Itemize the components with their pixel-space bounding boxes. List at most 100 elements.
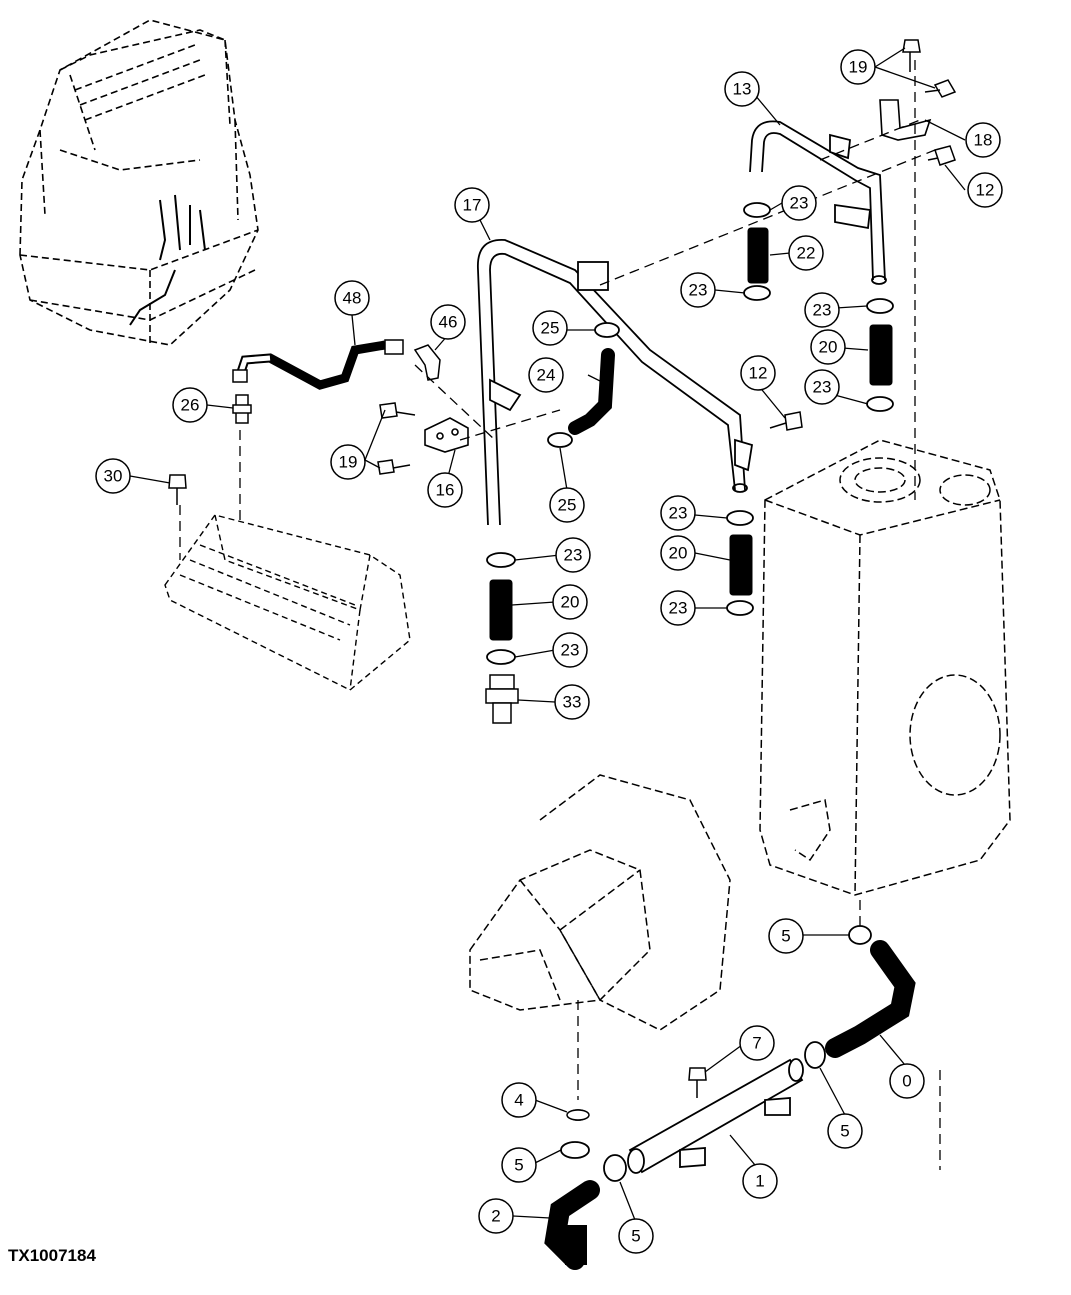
svg-text:12: 12 [976,181,995,200]
callout-12-mid: 12 [740,355,776,391]
callout-23-f: 23 [555,537,591,573]
svg-text:23: 23 [813,301,832,320]
pipe-13 [749,120,887,285]
callout-24: 24 [528,357,564,393]
callout-25-a: 25 [532,310,568,346]
callout-7: 7 [739,1025,775,1061]
svg-text:13: 13 [733,80,752,99]
callout-leader-lines [129,47,966,1221]
callout-16: 16 [427,472,463,508]
callout-26: 26 [172,387,208,423]
callout-19-top: 19 [840,49,876,85]
svg-text:5: 5 [840,1122,849,1141]
callout-4: 4 [501,1082,537,1118]
elbow-fitting-46 [413,344,441,381]
callout-25-b: 25 [549,487,585,523]
callout-5-b: 5 [827,1113,863,1149]
svg-text:25: 25 [541,319,560,338]
callout-19-mid: 19 [330,444,366,480]
callout-12-top: 12 [967,172,1003,208]
svg-text:16: 16 [436,481,455,500]
hose-clamps [486,202,894,1182]
svg-text:0: 0 [902,1072,911,1091]
pipe-17 [477,239,754,526]
callout-5-a: 5 [768,918,804,954]
svg-text:23: 23 [669,599,688,618]
callout-23-e: 23 [660,495,696,531]
svg-text:5: 5 [631,1227,640,1246]
callout-20-a: 20 [810,329,846,365]
control-valve-assembly [164,514,411,691]
tube-1 [627,1058,804,1174]
hose-2-end [565,1225,587,1265]
connector-33 [485,674,519,724]
callout-23-g: 23 [660,590,696,626]
svg-text:20: 20 [819,338,838,357]
black-hoses [489,227,893,641]
bracket-16 [424,417,469,453]
svg-text:48: 48 [343,289,362,308]
svg-text:25: 25 [558,496,577,515]
svg-text:22: 22 [797,244,816,263]
callout-13: 13 [724,71,760,107]
callout-23-b: 23 [680,272,716,308]
hydraulic-tank [759,439,1011,896]
o-ring-4 [566,1109,590,1121]
svg-text:33: 33 [563,693,582,712]
pump-and-flywheel [469,774,731,1031]
svg-text:30: 30 [104,467,123,486]
callout-18: 18 [965,122,1001,158]
callout-20-c: 20 [552,584,588,620]
svg-text:23: 23 [669,504,688,523]
callout-30: 30 [95,458,131,494]
hose-24 [568,348,615,435]
callout-2: 2 [478,1198,514,1234]
svg-text:23: 23 [689,281,708,300]
callout-22: 22 [788,235,824,271]
svg-text:23: 23 [561,641,580,660]
callout-23-c: 23 [804,292,840,328]
hose-0 [825,940,916,1058]
callout-17: 17 [454,187,490,223]
svg-text:5: 5 [781,927,790,946]
svg-text:2: 2 [491,1207,500,1226]
svg-text:1: 1 [755,1172,764,1191]
callout-23-d: 23 [804,369,840,405]
svg-text:26: 26 [181,396,200,415]
svg-text:12: 12 [749,364,768,383]
fitting-26 [232,394,252,424]
callouts: 19 13 18 12 17 23 22 23 23 48 46 25 20 2… [95,49,1003,1254]
callout-23-a: 23 [781,185,817,221]
svg-text:4: 4 [514,1091,523,1110]
svg-text:5: 5 [514,1156,523,1175]
svg-text:20: 20 [561,593,580,612]
excavator-cab-illustration [19,19,259,346]
svg-text:19: 19 [339,453,358,472]
figure-id-label: TX1007184 [8,1246,96,1265]
svg-text:7: 7 [752,1034,761,1053]
callout-0: 0 [889,1063,925,1099]
callout-33: 33 [554,684,590,720]
callout-23-h: 23 [552,632,588,668]
bracket-18 [879,99,932,141]
svg-text:23: 23 [813,378,832,397]
svg-text:23: 23 [564,546,583,565]
callout-5-d: 5 [618,1218,654,1254]
callout-48: 48 [334,280,370,316]
svg-text:18: 18 [974,131,993,150]
hose-48 [232,339,404,390]
callout-1: 1 [742,1163,778,1199]
svg-text:17: 17 [463,196,482,215]
callout-46: 46 [430,304,466,340]
callout-20-b: 20 [660,535,696,571]
bolts [168,39,957,1098]
alignment-lines [179,60,941,1170]
svg-text:20: 20 [669,544,688,563]
callout-5-c: 5 [501,1147,537,1183]
svg-text:23: 23 [790,194,809,213]
svg-text:24: 24 [537,366,556,385]
svg-text:46: 46 [439,313,458,332]
svg-text:19: 19 [849,58,868,77]
cab-hydraulic-lines [129,194,206,326]
